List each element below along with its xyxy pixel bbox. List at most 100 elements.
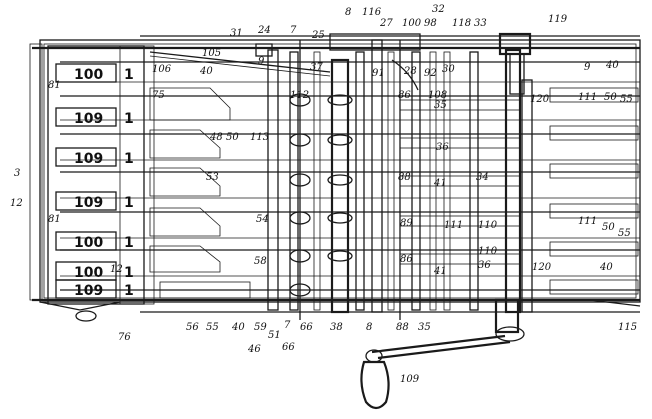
ref-label: 25 xyxy=(311,30,325,41)
gear-wheels xyxy=(289,93,353,297)
ref-label: 35 xyxy=(418,322,431,333)
ref-label: 110 xyxy=(478,220,498,231)
ref-label: 41 xyxy=(433,178,447,189)
reference-labels: 8 116 27 32 100 98 118 33 119 24 31 7 25… xyxy=(10,4,637,385)
ref-label: 3 xyxy=(14,168,20,179)
ref-label: 51 xyxy=(268,330,281,341)
ref-label: 55 xyxy=(206,322,219,333)
ref-label: 38 xyxy=(330,322,343,333)
ref-label: 81 xyxy=(48,80,61,91)
ref-label: 111 xyxy=(444,220,463,231)
ref-label: 53 xyxy=(206,172,219,183)
ref-label: 40 xyxy=(231,322,245,333)
ref-label: 106 xyxy=(152,64,172,75)
ref-label: 31 xyxy=(230,28,243,39)
ref-label: 108 xyxy=(428,90,447,101)
ref-label: 109 xyxy=(400,374,420,385)
hatched-levers xyxy=(149,87,251,299)
dial-row: 109 1 xyxy=(55,279,134,299)
dial-end-digit: 1 xyxy=(124,265,134,281)
ref-label: 113 xyxy=(250,132,269,143)
dial-row: 109 1 xyxy=(55,107,134,127)
base-detail xyxy=(39,299,641,322)
ref-label: 111 xyxy=(578,216,597,227)
ref-label: 116 xyxy=(362,7,382,18)
top-mechanism xyxy=(149,32,532,95)
horizontal-shafts xyxy=(60,61,640,291)
ref-label: 28 xyxy=(403,66,417,77)
ref-label: 36 xyxy=(436,142,449,153)
dial-end-digit: 1 xyxy=(124,67,134,83)
ref-label: 98 xyxy=(424,18,437,29)
ref-label: 34 xyxy=(476,172,489,183)
central-vertical-members xyxy=(267,39,533,320)
dial-row: 100 1 xyxy=(55,231,134,251)
ref-label: 105 xyxy=(202,48,221,59)
ref-label: 8 xyxy=(345,7,351,18)
ref-label: 88 xyxy=(396,322,409,333)
ref-label: 75 xyxy=(152,90,165,101)
ref-label: 40 xyxy=(599,262,613,273)
ref-label: 91 xyxy=(372,68,385,79)
dial-end-digit: 1 xyxy=(124,235,134,251)
ref-label: 120 xyxy=(532,262,552,273)
ref-label: 36 xyxy=(478,260,491,271)
ref-label: 118 xyxy=(452,18,471,29)
ref-label: 110 xyxy=(478,246,498,257)
dial-end-digit: 1 xyxy=(124,195,134,211)
dial-digits: 100 xyxy=(74,235,103,251)
ref-label: 48 xyxy=(209,132,223,143)
ref-label: 30 xyxy=(442,64,455,75)
ref-label: 55 xyxy=(620,94,633,105)
ref-label: 50 xyxy=(226,132,239,143)
dial-end-digit: 1 xyxy=(124,151,134,167)
dial-end-digit: 1 xyxy=(124,283,134,299)
dial-row: 100 1 xyxy=(55,63,134,83)
dial-digits: 109 xyxy=(74,283,103,299)
ref-label: 115 xyxy=(618,322,637,333)
ref-label: 56 xyxy=(186,322,199,333)
dial-row: 109 1 xyxy=(55,191,134,211)
ref-label: 32 xyxy=(432,4,445,15)
dial-digits: 100 xyxy=(74,67,103,83)
ref-label: 111 xyxy=(578,92,597,103)
machine-frame xyxy=(29,35,641,313)
ref-label: 89 xyxy=(400,218,413,229)
ref-label: 24 xyxy=(257,25,271,36)
dial-digits: 109 xyxy=(74,111,103,127)
ref-label: 92 xyxy=(424,68,437,79)
ref-label: 7 xyxy=(284,320,291,331)
ref-label: 55 xyxy=(618,228,631,239)
ref-label: 8 xyxy=(366,322,372,333)
ref-label: 81 xyxy=(48,214,61,225)
ref-label: 50 xyxy=(604,92,617,103)
ref-label: 41 xyxy=(433,266,447,277)
ref-label: 12 xyxy=(110,264,123,275)
ref-label: 66 xyxy=(282,342,295,353)
ref-label: 7 xyxy=(290,25,297,36)
ref-label: 59 xyxy=(254,322,267,333)
ref-label: 9 xyxy=(584,62,591,73)
dial-row: 109 1 xyxy=(55,147,134,167)
ref-label: 40 xyxy=(199,66,213,77)
ref-label: 37 xyxy=(310,62,323,73)
dial-rows: 100 1 109 1 109 1 109 1 100 1 100 1 xyxy=(55,63,134,299)
ref-label: 76 xyxy=(118,332,131,343)
ref-label: 27 xyxy=(379,18,393,29)
ref-label: 100 xyxy=(402,18,422,29)
ref-label: 86 xyxy=(400,254,413,265)
dial-digits: 100 xyxy=(74,265,103,281)
ref-label: 66 xyxy=(300,322,313,333)
ref-label: 35 xyxy=(434,100,447,111)
ref-label: 12 xyxy=(10,198,23,209)
ref-label: 50 xyxy=(602,222,615,233)
ref-label: 58 xyxy=(254,256,267,267)
ref-label: 40 xyxy=(605,60,619,71)
ref-label: 112 xyxy=(290,90,309,101)
ref-label: 119 xyxy=(548,14,568,25)
ref-label: 33 xyxy=(474,18,487,29)
ref-label: 86 xyxy=(398,90,411,101)
ref-label: 88 xyxy=(398,172,411,183)
dial-digits: 109 xyxy=(74,195,103,211)
